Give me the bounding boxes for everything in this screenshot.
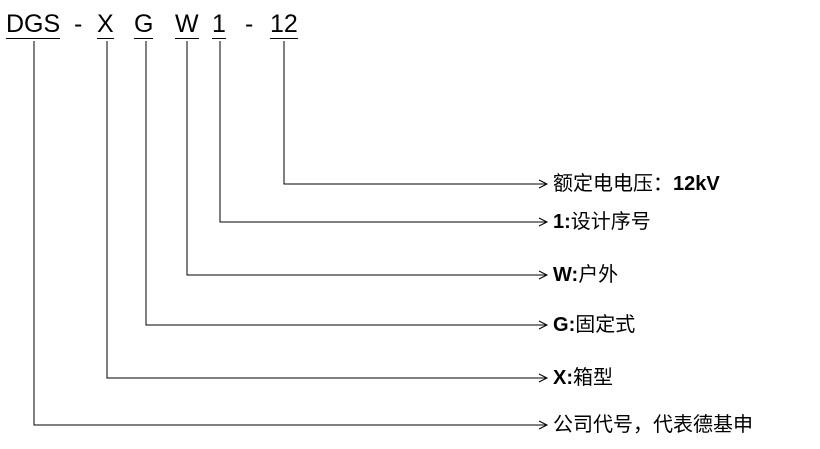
label-company-code: 公司代号，代表德基申: [553, 413, 753, 437]
label-box-type: X:箱型: [553, 366, 613, 390]
code-12: 12: [270, 10, 298, 39]
connector-12: [283, 41, 547, 185]
label-key: G: [553, 314, 569, 336]
label-text: 箱型: [573, 367, 614, 389]
connector-1: [219, 41, 547, 223]
label-fixed: G:固定式: [553, 313, 635, 337]
label-text: 公司代号，代表德基申: [553, 414, 753, 436]
code-g: G: [134, 10, 154, 39]
code-dash-2: -: [245, 10, 254, 38]
label-outdoor: W:户外: [553, 263, 618, 287]
arrowhead-icon: [538, 373, 549, 383]
label-key: W: [553, 264, 572, 286]
code-w: W: [175, 10, 199, 39]
label-value: 12kV: [673, 173, 720, 195]
label-key: X: [553, 367, 567, 389]
label-sep: :: [568, 314, 576, 336]
code-dgs: DGS: [6, 10, 61, 39]
arrowhead-icon: [538, 320, 549, 330]
label-sep: :: [566, 367, 574, 389]
label-sep: :: [571, 264, 579, 286]
label-sep: :: [564, 211, 571, 233]
code-x: X: [97, 10, 114, 39]
label-text: 户外: [578, 264, 619, 286]
connector-x: [106, 41, 547, 379]
connector-dgs: [33, 41, 547, 426]
label-text: 固定式: [575, 314, 636, 336]
arrowhead-icon: [538, 270, 549, 280]
code-dash-1: -: [74, 10, 83, 38]
label-design-number: 1:设计序号: [553, 210, 651, 234]
label-text: 设计序号: [570, 211, 651, 233]
arrowhead-icon: [538, 179, 549, 189]
connector-g: [145, 41, 547, 326]
label-rated-voltage: 额定电电压：12kV: [553, 172, 720, 196]
arrowhead-icon: [538, 420, 549, 430]
connector-w: [186, 41, 547, 276]
label-key: 1: [553, 211, 565, 233]
arrowhead-icon: [538, 217, 549, 227]
label-text: 额定电电压：: [553, 173, 673, 195]
code-1: 1: [212, 10, 226, 39]
